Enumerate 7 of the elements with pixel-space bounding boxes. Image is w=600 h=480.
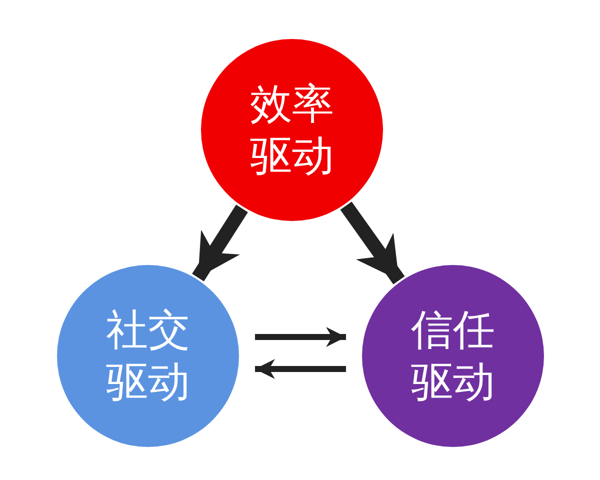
- arrow: [255, 327, 346, 347]
- arrow: [192, 204, 248, 282]
- arrow: [255, 359, 346, 379]
- arrow: [340, 202, 405, 284]
- node-label: 社交驱动: [105, 304, 191, 408]
- node-label: 效率驱动: [249, 78, 335, 182]
- node-label: 信任驱动: [410, 304, 496, 408]
